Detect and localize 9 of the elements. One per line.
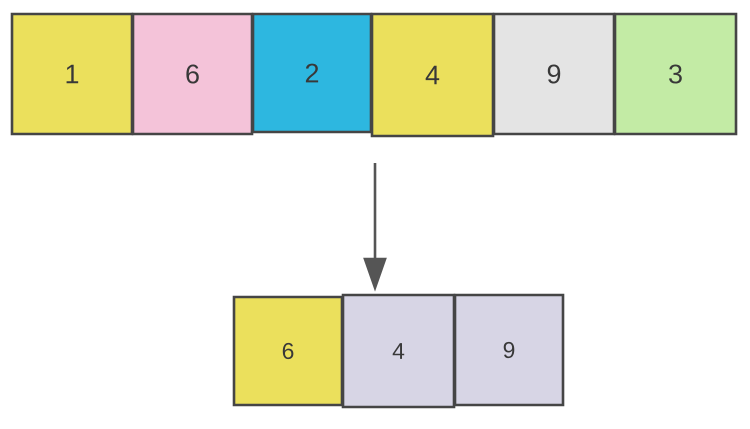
- number-box: 9: [492, 12, 616, 136]
- number-box: 2: [252, 12, 372, 134]
- number-box: 4: [370, 12, 494, 138]
- number-box: 6: [232, 296, 344, 406]
- number-box: 3: [614, 12, 738, 136]
- number-box: 6: [132, 12, 254, 136]
- number-box: 9: [454, 294, 564, 406]
- number-box: 4: [342, 294, 456, 408]
- number-box: 1: [10, 12, 134, 136]
